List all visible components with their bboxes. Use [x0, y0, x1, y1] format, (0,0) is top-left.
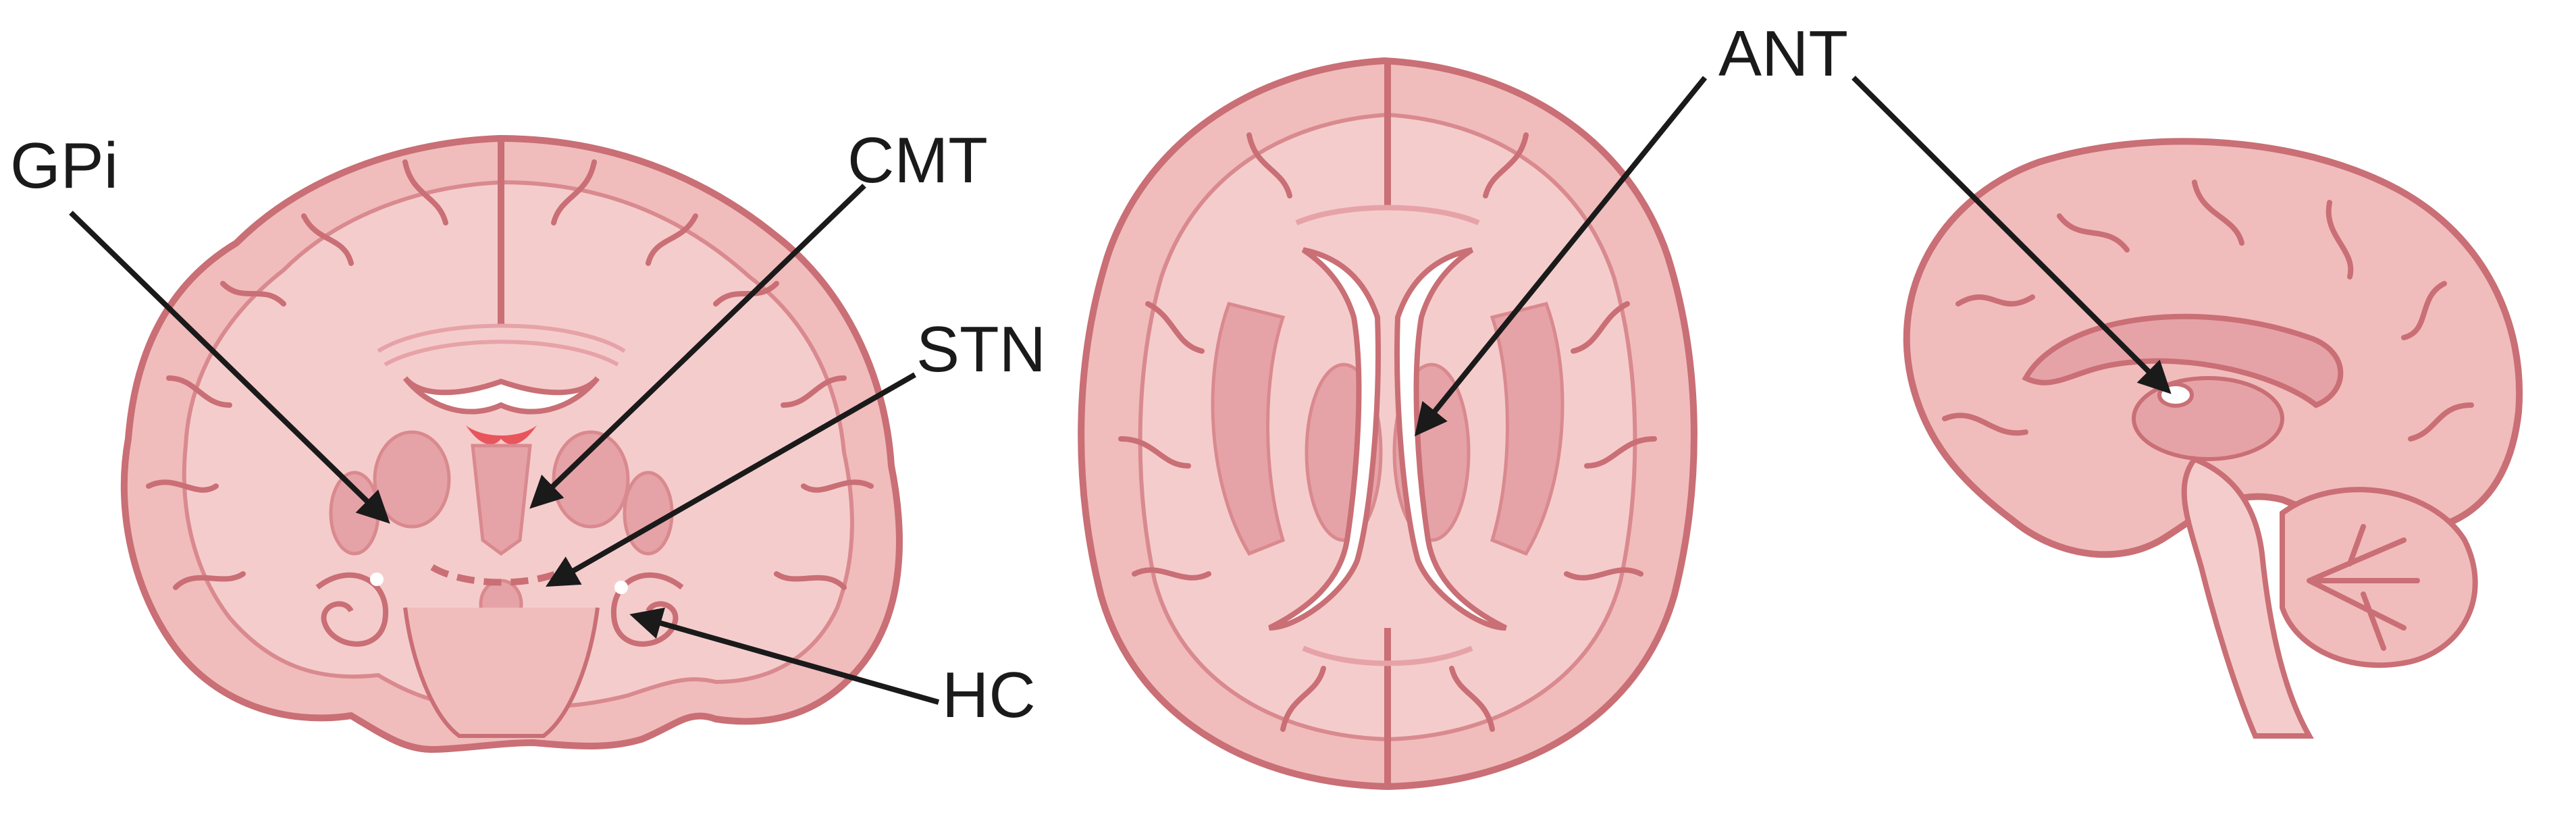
coronal-deep-nuclei	[329, 430, 674, 630]
ant-arrow-sagittal	[1851, 76, 2172, 394]
coronal-red-highlight	[466, 425, 537, 445]
ant-arrow-axial	[1414, 76, 1708, 437]
gpi-arrow	[69, 211, 390, 524]
axial-corpus-callosum	[1295, 205, 1480, 666]
sagittal-gyri	[1942, 180, 2474, 442]
coronal-gyri-left	[146, 159, 448, 590]
label-stn: STN	[916, 313, 1046, 386]
label-cmt: CMT	[847, 124, 988, 196]
coronal-lateral-ventricles	[402, 376, 600, 415]
coronal-brainstem	[403, 607, 600, 738]
axial-brain-section	[1078, 57, 1698, 791]
sagittal-arbor-vitae	[2307, 524, 2420, 651]
axial-gyri	[1118, 132, 1657, 732]
label-hc: HC	[942, 659, 1036, 731]
coronal-stn-arc	[430, 564, 573, 586]
coronal-gyri-right	[551, 159, 874, 590]
sagittal-brainstem	[2181, 456, 2314, 739]
sagittal-corpus-callosum	[2022, 313, 2344, 408]
axial-ventricles	[1268, 247, 1507, 631]
cmt-arrow	[529, 184, 866, 509]
stn-arrow	[546, 372, 916, 587]
hc-arrow	[629, 607, 940, 705]
label-gpi: GPi	[10, 130, 118, 202]
sagittal-thalamus	[2132, 376, 2284, 461]
label-ant: ANT	[1718, 18, 1848, 90]
sagittal-cerebellum	[2280, 487, 2478, 668]
coronal-corpus-callosum	[377, 323, 626, 367]
coronal-brain-section	[120, 134, 903, 753]
label-arrows	[69, 76, 2172, 705]
sagittal-brain-section	[1903, 138, 2523, 739]
